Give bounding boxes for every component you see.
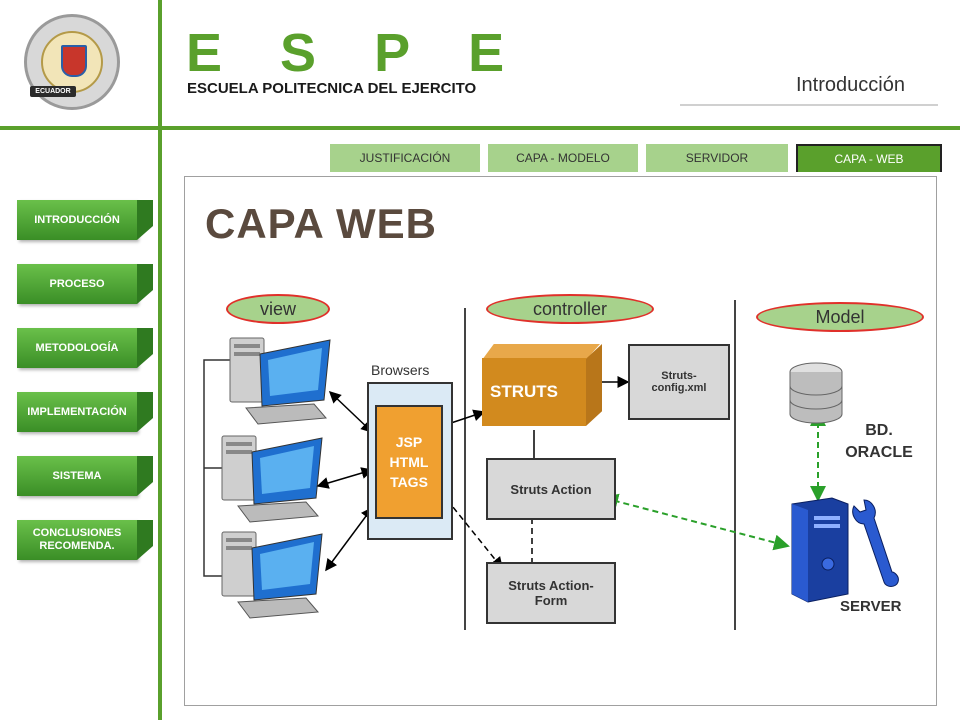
- content-panel: [184, 176, 937, 706]
- client-computer-icon: [229, 337, 331, 425]
- client-browser-arrow: [316, 467, 374, 489]
- nav-label: PROCESO: [49, 277, 105, 290]
- nav-introduccion-button[interactable]: INTRODUCCIÓN: [17, 200, 137, 240]
- jsp-line: TAGS: [390, 474, 428, 490]
- nav-sistema-button[interactable]: SISTEMA: [17, 456, 137, 496]
- struts-box-top: [482, 344, 600, 360]
- nav-label: INTRODUCCIÓN: [34, 213, 120, 226]
- client-computer-icon: [221, 531, 323, 619]
- browsers-label: Browsers: [371, 362, 430, 378]
- model-oval: Model: [756, 302, 924, 332]
- nav-label: IMPLEMENTACIÓN: [27, 405, 127, 418]
- controller-oval: controller: [486, 294, 654, 324]
- espe-logo-text: ESPE: [186, 24, 562, 82]
- nav-label: METODOLOGÍA: [35, 341, 119, 354]
- nav-proceso-button[interactable]: PROCESO: [17, 264, 137, 304]
- server-label: SERVER: [840, 598, 902, 615]
- view-oval: view: [226, 294, 330, 324]
- struts-box: STRUTS: [482, 358, 586, 426]
- tab-capa-web[interactable]: CAPA - WEB: [796, 144, 942, 172]
- seal-band-text: ECUADOR: [30, 86, 76, 97]
- struts-box-side: [586, 344, 602, 426]
- struts-actionform-box: Struts Action-Form: [486, 562, 616, 624]
- separator-line: [464, 308, 466, 630]
- section-title: Introducción: [796, 74, 905, 96]
- tab-capa-modelo[interactable]: CAPA - MODELO: [488, 144, 638, 172]
- frame-vertical-line: [158, 0, 162, 720]
- client-browser-arrow: [328, 390, 374, 434]
- nav-label: SISTEMA: [52, 469, 102, 482]
- server-icon: [791, 497, 849, 603]
- school-name: ESCUELA POLITECNICA DEL EJERCITO: [187, 80, 477, 97]
- jsp-line: JSP: [395, 434, 423, 450]
- wrench-icon: [852, 499, 899, 587]
- separator-line: [734, 300, 736, 630]
- nav-label: CONCLUSIONES RECOMENDA.: [32, 527, 122, 552]
- database-label: BD. ORACLE: [845, 422, 913, 461]
- struts-action-box: Struts Action: [486, 458, 616, 520]
- logo-letter: P: [374, 23, 469, 83]
- tab-servidor[interactable]: SERVIDOR: [646, 144, 788, 172]
- jsp-box: JSP HTML TAGS: [375, 405, 443, 519]
- database-icon: [789, 362, 843, 424]
- tab-justificacion[interactable]: JUSTIFICACIÓN: [330, 144, 480, 172]
- nav-metodologia-button[interactable]: METODOLOGÍA: [17, 328, 137, 368]
- frame-horizontal-line: [0, 126, 960, 130]
- logo-letter: S: [280, 23, 375, 83]
- slide-title: CAPA WEB: [205, 200, 437, 247]
- jsp-line: HTML: [389, 454, 429, 470]
- seal-shield-icon: [61, 45, 87, 77]
- struts-config-box: Struts-config.xml: [628, 344, 730, 420]
- client-computer-icon: [221, 435, 323, 523]
- logo-letter: E: [468, 23, 563, 83]
- client-browser-arrow: [325, 506, 373, 572]
- seal-inner-circle: [41, 31, 103, 93]
- logo-letter: E: [186, 23, 281, 83]
- section-underline: [680, 104, 938, 106]
- nav-implementacion-button[interactable]: IMPLEMENTACIÓN: [17, 392, 137, 432]
- action-server-arrow: [602, 493, 790, 551]
- nav-conclusiones-button[interactable]: CONCLUSIONES RECOMENDA.: [17, 520, 137, 560]
